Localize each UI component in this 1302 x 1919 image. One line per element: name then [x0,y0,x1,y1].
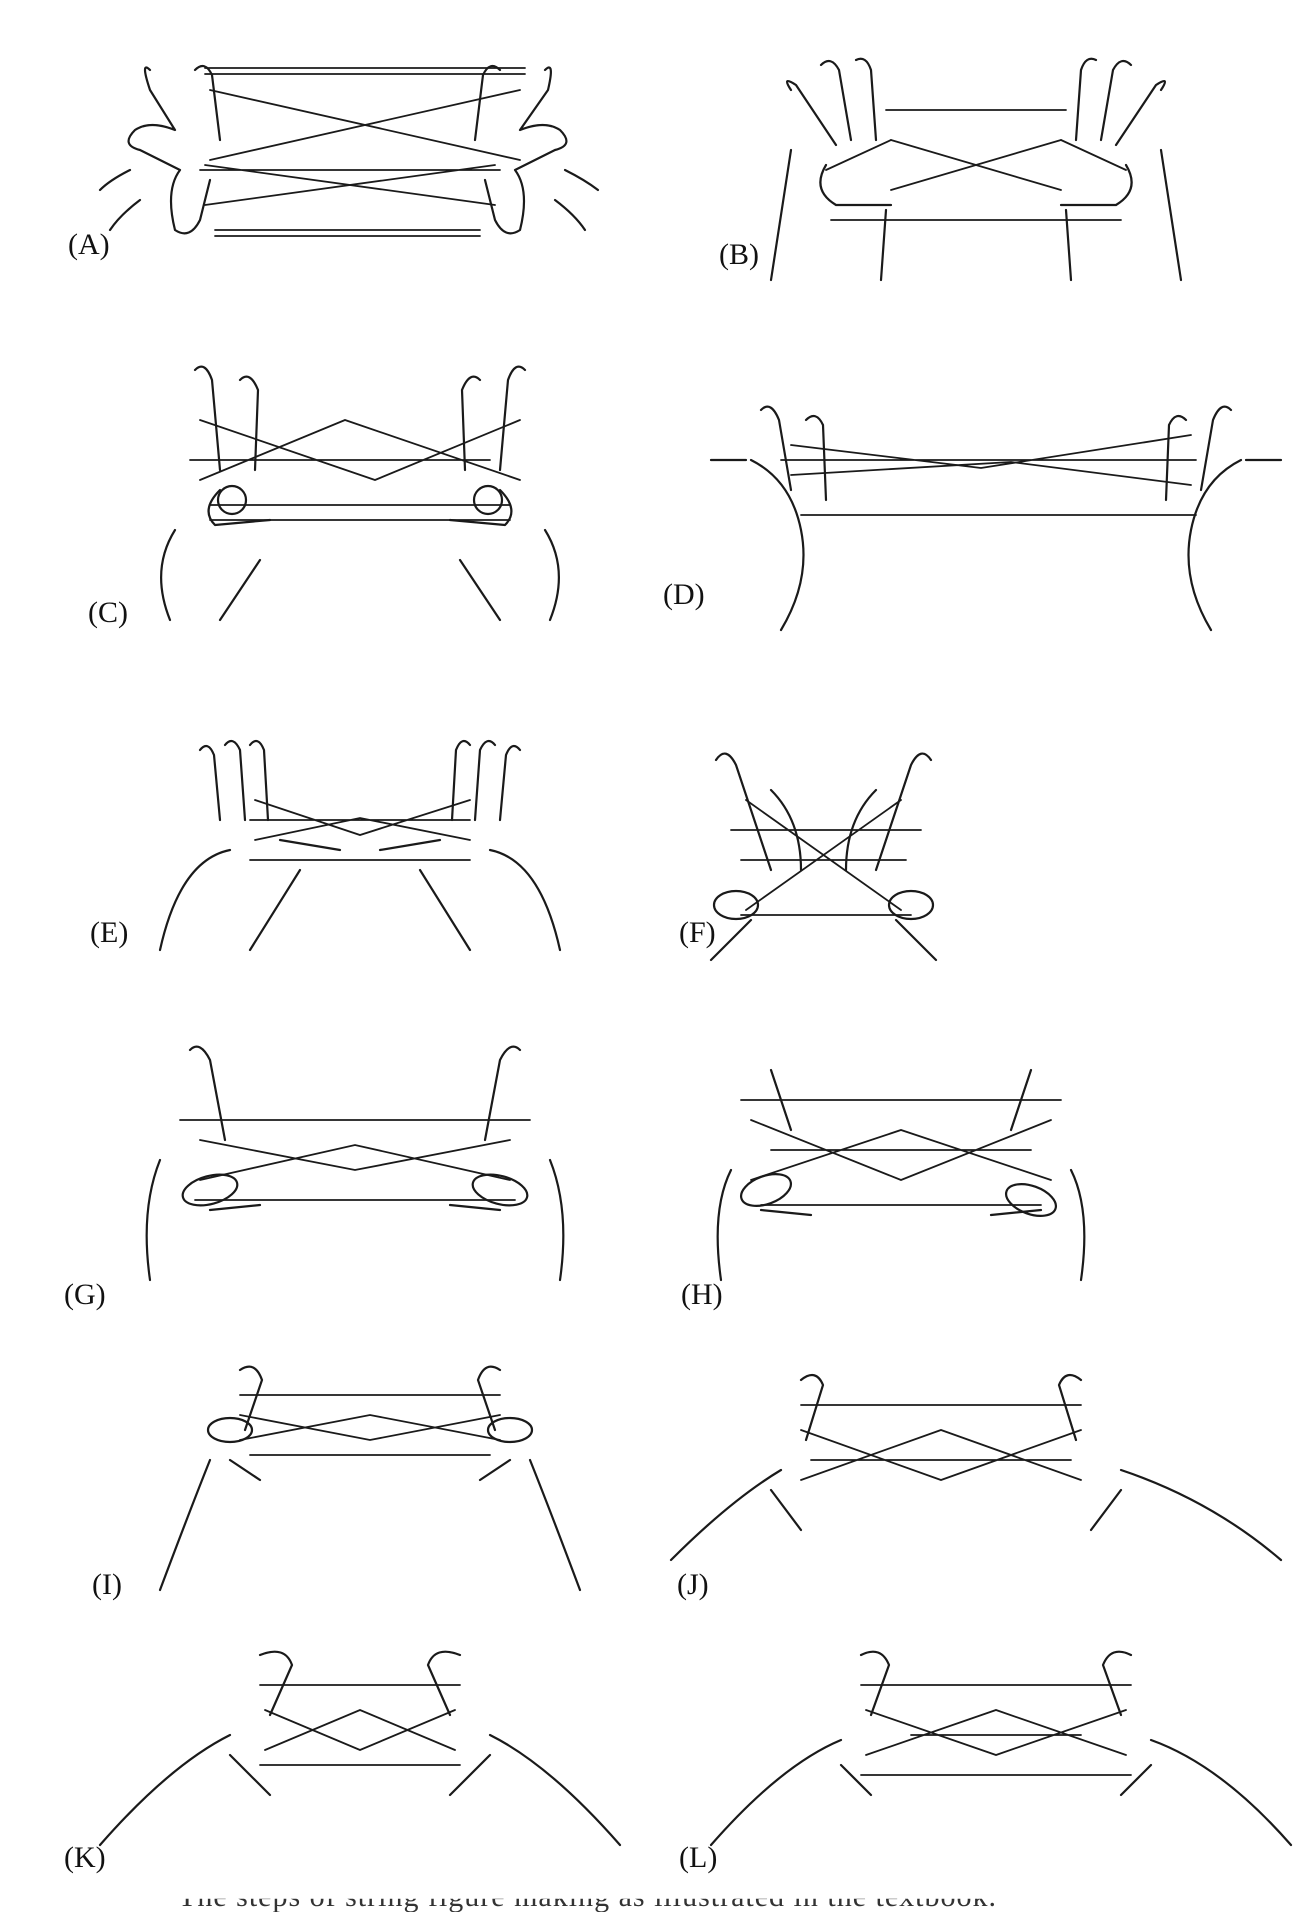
string-figure-l [709,1650,1293,1847]
panel-g: (G) [0,1030,651,1310]
panel-j: (J) [651,1360,1302,1610]
panel-label: (A) [68,228,110,261]
string-figure-g [145,1045,565,1282]
panel-b: (B) [651,30,1302,282]
panel-label: (E) [90,916,129,949]
string-figure-h [716,1068,1086,1282]
caption-text: The steps of string figure making as ill… [178,1880,998,1912]
panel-label: (I) [92,1568,122,1601]
panel-label: (L) [679,1841,718,1874]
panel-label: (D) [663,578,705,611]
figure-caption: The steps of string figure making as ill… [0,1872,1302,1912]
panel-label: (C) [88,596,128,629]
panel-c: (C) [0,350,651,640]
panel-d: (D) [651,350,1302,640]
panel-label: (H) [681,1278,723,1311]
panel-label: (F) [679,916,716,949]
string-figure-f [709,752,938,962]
panel-f: (F) [651,700,1302,962]
string-figure-j [669,1373,1283,1562]
panel-h: (H) [651,1030,1302,1310]
panel-a: (A) [0,30,651,280]
string-figure-d [709,405,1283,632]
string-figure-k [98,1650,622,1847]
panel-label: (G) [64,1278,106,1311]
string-figure-b [769,57,1183,282]
string-figure-e [158,739,562,952]
string-figure-i [158,1365,582,1592]
panel-l: (L) [651,1645,1302,1874]
panel-i: (I) [0,1360,651,1610]
panel-label: (K) [64,1841,106,1874]
string-figure-c [160,365,560,622]
panel-k: (K) [0,1645,651,1874]
panel-label: (B) [719,238,759,271]
string-figure-a [98,64,600,237]
panel-label: (J) [677,1568,709,1601]
panel-e: (E) [0,700,651,960]
